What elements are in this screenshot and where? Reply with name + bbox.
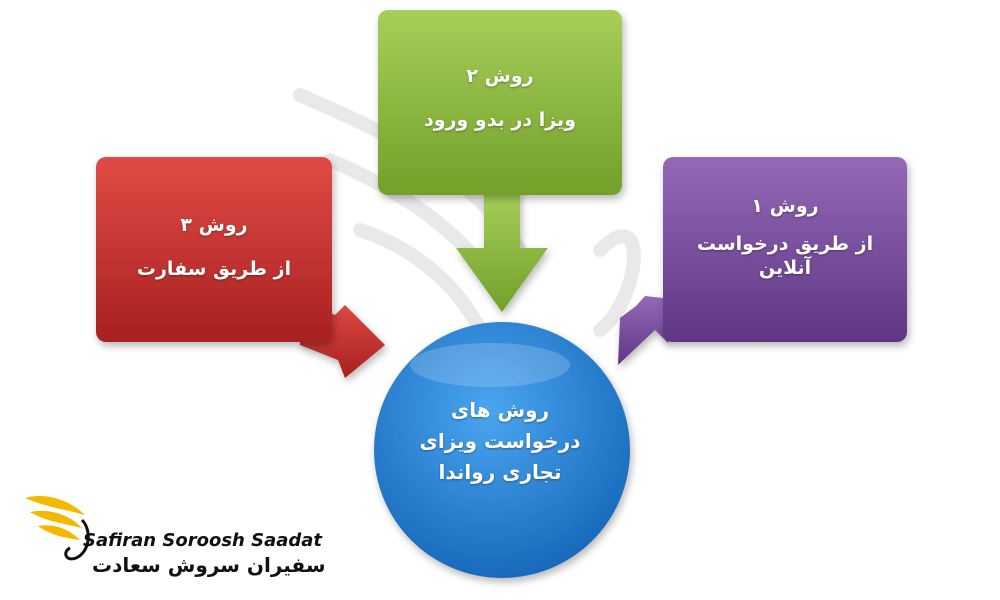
center-line-3: تجاری رواندا (438, 460, 562, 484)
red-box-subtitle: از طریق سفارت (136, 257, 292, 280)
center-circle (374, 322, 630, 578)
logo-wing-icon (25, 495, 90, 561)
box-red (96, 157, 332, 342)
box-purple-text: روش ۱ از طریق درخواست آنلاین (690, 195, 880, 280)
box-red-text: روش ۳ از طریق سفارت (96, 214, 332, 282)
green-box-subtitle: ویزا در بدو ورود (423, 108, 577, 131)
purple-box-subtitle: از طریق درخواست آنلاین (696, 232, 874, 279)
red-box-title: روش ۳ (180, 214, 248, 236)
logo-persian-name: سفیران سروش سعادت (92, 553, 326, 577)
center-circle-highlight (410, 343, 570, 387)
center-text: روش های درخواست ویزای تجاری رواندا (385, 395, 615, 488)
green-box-title: روش ۲ (466, 65, 534, 87)
box-green (378, 10, 622, 195)
logo-english-name: Safiran Soroosh Saadat (83, 530, 323, 551)
center-line-1: روش های (450, 398, 550, 422)
purple-box-title: روش ۱ (751, 195, 819, 217)
arrow-green-down (456, 190, 548, 312)
center-line-2: درخواست ویزای (419, 429, 581, 453)
box-purple (663, 157, 907, 342)
box-green-text: روش ۲ ویزا در بدو ورود (378, 65, 622, 133)
